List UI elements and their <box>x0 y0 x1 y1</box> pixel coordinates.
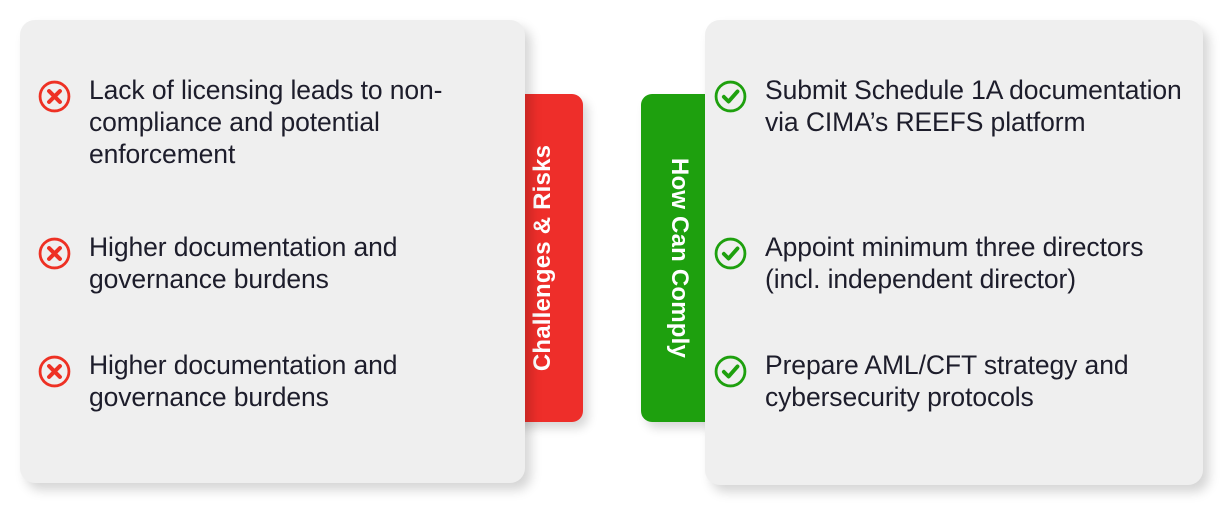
list-item: Prepare AML/CFT strategy and cybersecuri… <box>713 350 1195 414</box>
list-item-text: Lack of licensing leads to non-complianc… <box>89 75 443 169</box>
comply-panel: Submit Schedule 1A documentation via CIM… <box>705 20 1203 485</box>
list-item-text: Appoint minimum three directors (incl. i… <box>765 232 1144 294</box>
list-item-text: Higher documentation and governance burd… <box>89 232 398 294</box>
list-item-text: Submit Schedule 1A documentation via CIM… <box>765 75 1182 137</box>
list-item: Appoint minimum three directors (incl. i… <box>713 232 1195 296</box>
circle-x-icon <box>38 80 71 113</box>
list-item: Higher documentation and governance burd… <box>37 232 499 296</box>
list-item: Submit Schedule 1A documentation via CIM… <box>713 75 1195 139</box>
list-item-text: Higher documentation and governance burd… <box>89 350 398 412</box>
tab-challenges-and-risks-label: Challenges & Risks <box>529 144 557 372</box>
list-item: Lack of licensing leads to non-complianc… <box>37 75 499 171</box>
circle-check-icon <box>714 237 747 270</box>
tab-how-can-comply-label: How Can Comply <box>666 157 693 359</box>
circle-check-icon <box>714 80 747 113</box>
tab-how-can-comply: How Can Comply <box>641 94 715 422</box>
risks-panel: Lack of licensing leads to non-complianc… <box>20 20 525 483</box>
list-item: Higher documentation and governance burd… <box>37 350 499 414</box>
circle-check-icon <box>714 355 747 388</box>
circle-x-icon <box>38 355 71 388</box>
circle-x-icon <box>38 237 71 270</box>
risks-list: Lack of licensing leads to non-complianc… <box>20 20 525 483</box>
list-item-text: Prepare AML/CFT strategy and cybersecuri… <box>765 350 1129 412</box>
comply-list: Submit Schedule 1A documentation via CIM… <box>705 20 1203 485</box>
